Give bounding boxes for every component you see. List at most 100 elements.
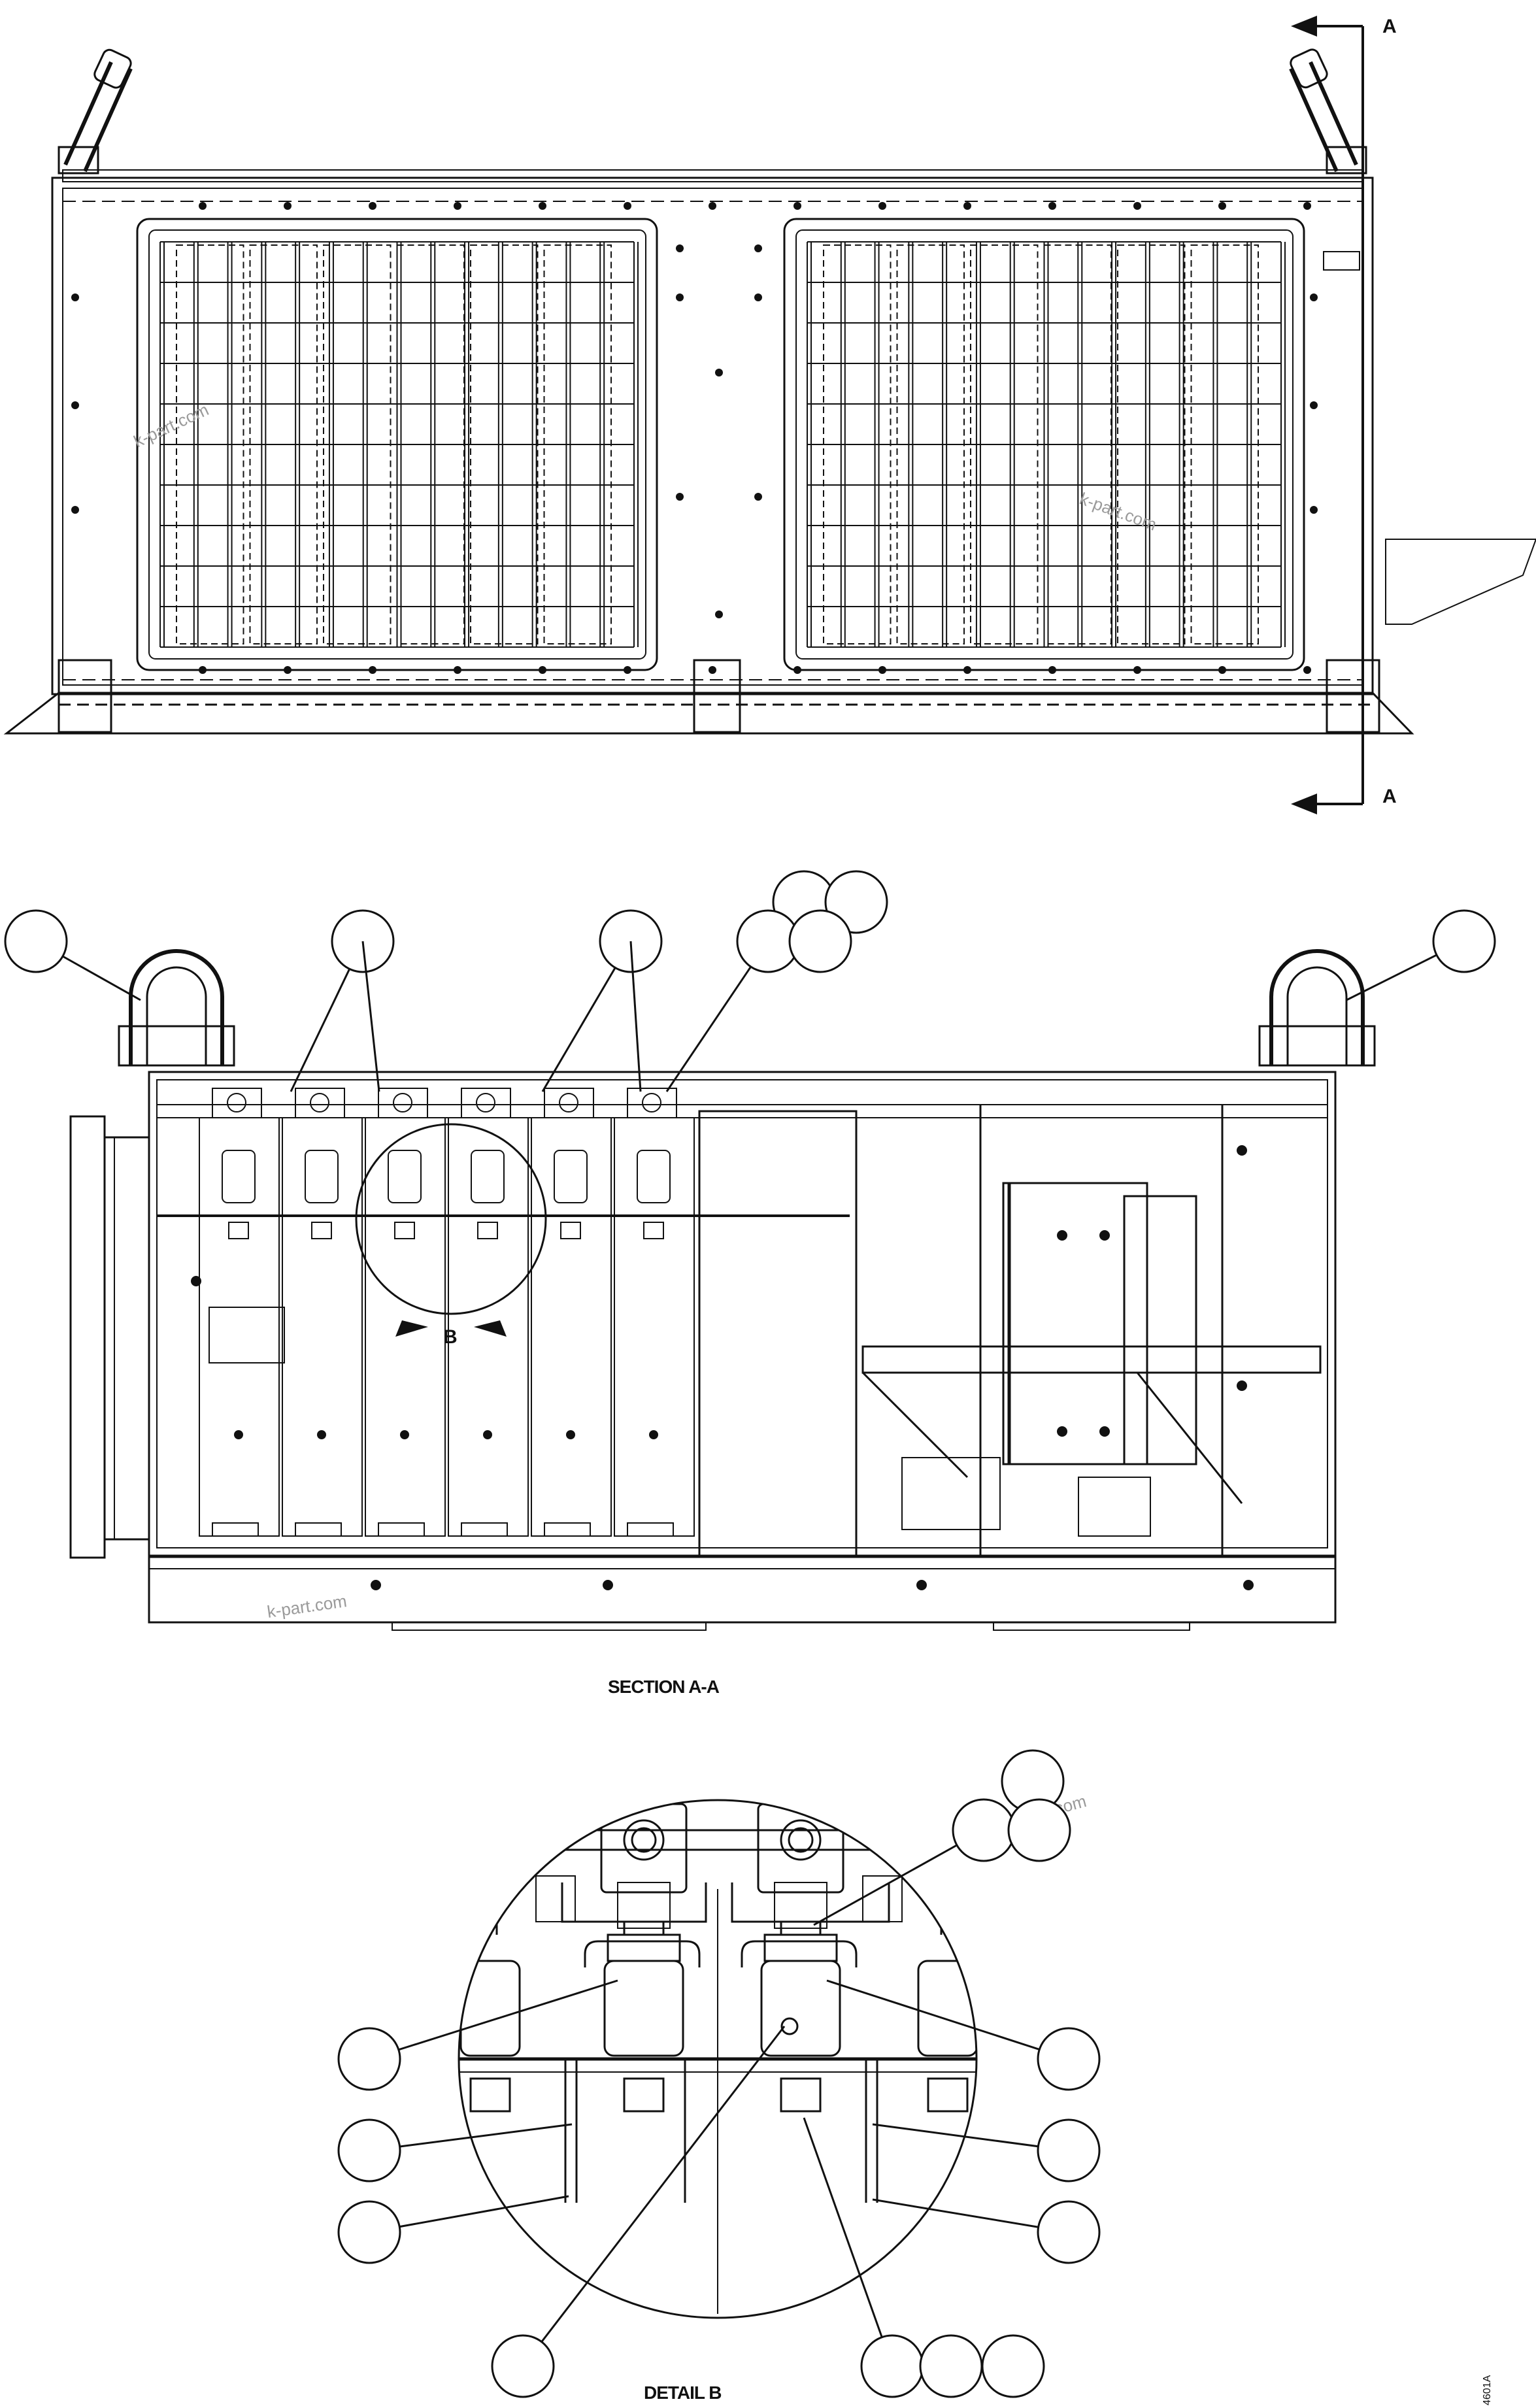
fuse-module: [614, 1117, 695, 1537]
fuse-module: [531, 1117, 612, 1537]
fuse-holder: [212, 1088, 262, 1118]
leader-line: [872, 2198, 1069, 2233]
fuse-terminal: [310, 1093, 329, 1112]
bolt: [1099, 1230, 1110, 1241]
leader-line: [369, 2123, 573, 2152]
bolt: [963, 666, 971, 674]
fuse-nut: [228, 1222, 249, 1239]
bolt: [624, 202, 631, 210]
bolt: [71, 401, 79, 409]
section-caption: SECTION A-A: [608, 1677, 720, 1697]
bolt: [539, 202, 546, 210]
detail-arrow-right: [474, 1320, 507, 1337]
bolt: [676, 244, 684, 252]
callout-balloon: [981, 2334, 1045, 2398]
bolt: [1310, 506, 1318, 514]
bolt: [1310, 293, 1318, 301]
fuse-terminal: [476, 1093, 495, 1112]
callout-balloon: [1037, 2118, 1101, 2182]
callout-balloons-detail: [337, 1749, 1101, 2398]
bolt: [1237, 1145, 1247, 1156]
nameplate: [209, 1307, 285, 1363]
callout-balloon: [952, 1798, 1016, 1862]
fuse-nut: [560, 1222, 581, 1239]
filter-panel: [970, 244, 1039, 644]
bolt: [454, 666, 461, 674]
bolt: [454, 202, 461, 210]
bolt: [566, 1430, 575, 1439]
leader-line: [522, 2026, 786, 2367]
bolt: [1218, 666, 1226, 674]
filter-panel: [543, 244, 612, 644]
bolt: [649, 1430, 658, 1439]
bolt: [676, 493, 684, 501]
bolt: [1237, 1380, 1247, 1391]
filter-panel: [249, 244, 318, 644]
bolt: [369, 666, 376, 674]
foot: [295, 1522, 342, 1537]
fuse-holder: [544, 1088, 594, 1118]
filter-panel: [396, 244, 465, 644]
foot: [544, 1522, 591, 1537]
bolt: [715, 610, 723, 618]
callout-balloon: [1037, 2200, 1101, 2264]
bolt: [71, 506, 79, 514]
bolt: [1218, 202, 1226, 210]
filter-panel: [470, 244, 539, 644]
watermark: k-part.com: [131, 399, 212, 451]
detail-arrow-left: [395, 1320, 428, 1337]
bolt: [916, 1580, 927, 1590]
foot: [627, 1522, 674, 1537]
bolt: [1243, 1580, 1254, 1590]
fuse-module: [199, 1117, 280, 1537]
fuse-terminal: [642, 1093, 661, 1112]
leader-line: [803, 2117, 893, 2367]
fuse-holder: [627, 1088, 677, 1118]
filter-panel: [1117, 244, 1186, 644]
fuse-holder: [378, 1088, 428, 1118]
bolt: [878, 666, 886, 674]
fuse-body: [222, 1150, 256, 1203]
fuse-module: [282, 1117, 363, 1537]
bolt: [793, 202, 801, 210]
sheet-code: 4601A: [1482, 2375, 1493, 2405]
callout-balloon: [860, 2334, 924, 2398]
callout-balloon: [1037, 2027, 1101, 2091]
fuse-body: [388, 1150, 422, 1203]
bolt: [483, 1430, 492, 1439]
detail-b-view: [458, 1799, 978, 2319]
bolt: [1133, 202, 1141, 210]
section-cut-line: [1297, 25, 1364, 805]
bolt: [191, 1276, 201, 1286]
callout-balloon: [491, 2334, 555, 2398]
fuse-holder: [295, 1088, 345, 1118]
bolt: [284, 666, 292, 674]
bolt: [400, 1430, 409, 1439]
bolt: [715, 369, 723, 376]
bolt: [624, 666, 631, 674]
filter-panel: [323, 244, 392, 644]
bolt: [1057, 1426, 1067, 1437]
fuse-nut: [477, 1222, 498, 1239]
bolt: [963, 202, 971, 210]
bolt: [1057, 1230, 1067, 1241]
fuse-nut: [311, 1222, 332, 1239]
callout-balloon: [1007, 1798, 1071, 1862]
bolt: [234, 1430, 243, 1439]
bolt: [539, 666, 546, 674]
bolt: [284, 202, 292, 210]
fuse-nut: [394, 1222, 415, 1239]
section-arrow-bottom: [1291, 794, 1317, 814]
bolt: [1310, 401, 1318, 409]
foot: [212, 1522, 259, 1537]
fuse-body: [305, 1150, 339, 1203]
bolt: [1303, 202, 1311, 210]
bolt: [709, 202, 716, 210]
detail-caption: DETAIL B: [644, 2383, 722, 2403]
callout-balloon: [4, 909, 68, 973]
bolt: [371, 1580, 381, 1590]
callout-balloon: [919, 2334, 983, 2398]
section-arrow-top: [1291, 16, 1317, 37]
fuse-body: [554, 1150, 588, 1203]
